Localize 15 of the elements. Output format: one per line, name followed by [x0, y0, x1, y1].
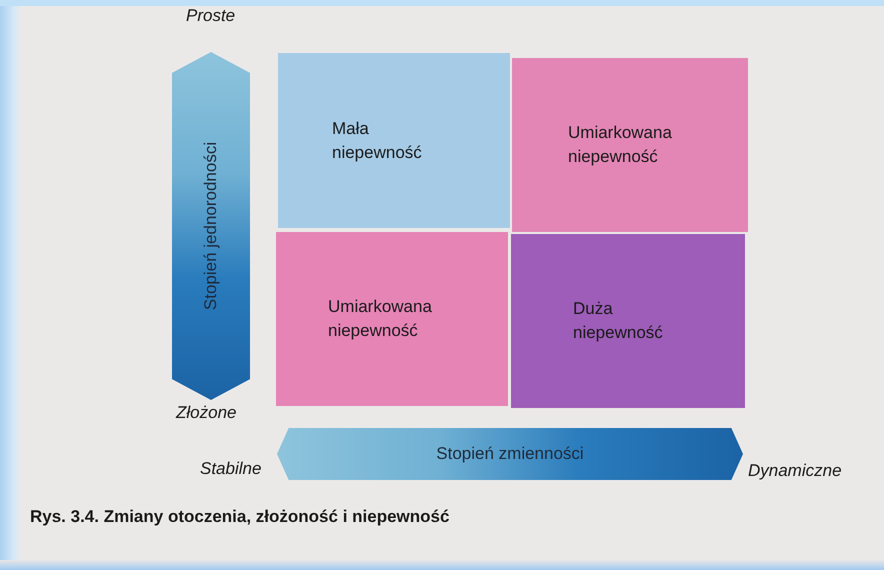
quadrant-box	[276, 232, 508, 406]
axis-title: Stopień zmienności	[436, 444, 584, 464]
axis-end-label: Proste	[186, 6, 236, 26]
axis-title: Stopień jednorodności	[201, 142, 221, 310]
axis-end-label: Złożone	[176, 403, 236, 423]
quadrant-box	[511, 234, 745, 408]
quadrant-box	[512, 58, 748, 232]
figure-caption: Rys. 3.4. Zmiany otoczenia, złożoność i niepewność	[30, 507, 450, 527]
quadrant-label: Duża niepewność	[573, 298, 664, 344]
quadrant-box	[278, 53, 510, 228]
axis-end-label: Stabilne	[200, 459, 262, 479]
axis-end-label: Dynamiczne	[748, 461, 842, 481]
quadrant-label: Umiarkowana niepewność	[328, 296, 433, 342]
quadrant-label: Mała niepewność	[332, 118, 423, 164]
quadrant-label: Umiarkowana niepewność	[568, 122, 673, 168]
